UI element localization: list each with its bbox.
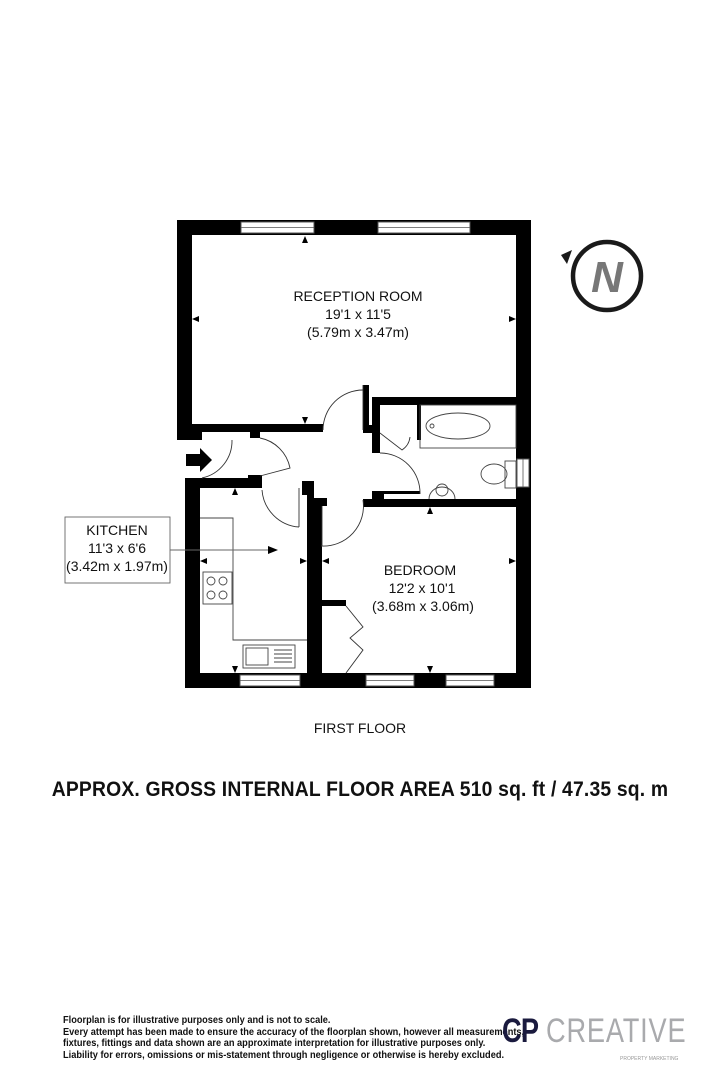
reception-imperial: 19'1 x 11'5 [325, 306, 391, 322]
disclaimer-line: Floorplan is for illustrative purposes o… [63, 1014, 331, 1026]
bedroom-metric: (3.68m x 3.06m) [372, 598, 474, 614]
compass-letter: N [591, 253, 624, 302]
kitchen-imperial: 11'3 x 6'6 [88, 540, 146, 556]
kitchen-name: KITCHEN [86, 522, 147, 538]
disclaimer-line: fixtures, fittings and data shown are an… [63, 1037, 486, 1049]
north-compass-icon: N [561, 239, 644, 313]
bedroom-imperial: 12'2 x 10'1 [389, 580, 456, 596]
fixtures [64, 404, 517, 669]
disclaimer: Floorplan is for illustrative purposes o… [63, 1014, 525, 1061]
disclaimer-line: Liability for errors, omissions or mis-s… [63, 1048, 505, 1061]
reception-metric: (5.79m x 3.47m) [307, 324, 409, 340]
dimension-arrows [192, 236, 516, 673]
cp-creative-logo: CP CREATIVE PROPERTY MARKETING [502, 1012, 686, 1062]
doors [201, 385, 421, 674]
logo-tagline: PROPERTY MARKETING [620, 1056, 679, 1062]
logo-cp: CP [502, 1012, 539, 1050]
floor-label: FIRST FLOOR [313, 720, 407, 736]
disclaimer-line: Every attempt has been made to ensure th… [63, 1025, 525, 1038]
window-lines [240, 227, 524, 681]
entrance-arrow-icon [186, 448, 212, 472]
reception-name: RECEPTION ROOM [293, 288, 422, 304]
logo-creative: CREATIVE [546, 1012, 687, 1050]
bedroom-name: BEDROOM [384, 562, 456, 578]
kitchen-metric: (3.42m x 1.97m) [66, 558, 168, 574]
gross-area: APPROX. GROSS INTERNAL FLOOR AREA 510 sq… [51, 778, 669, 801]
